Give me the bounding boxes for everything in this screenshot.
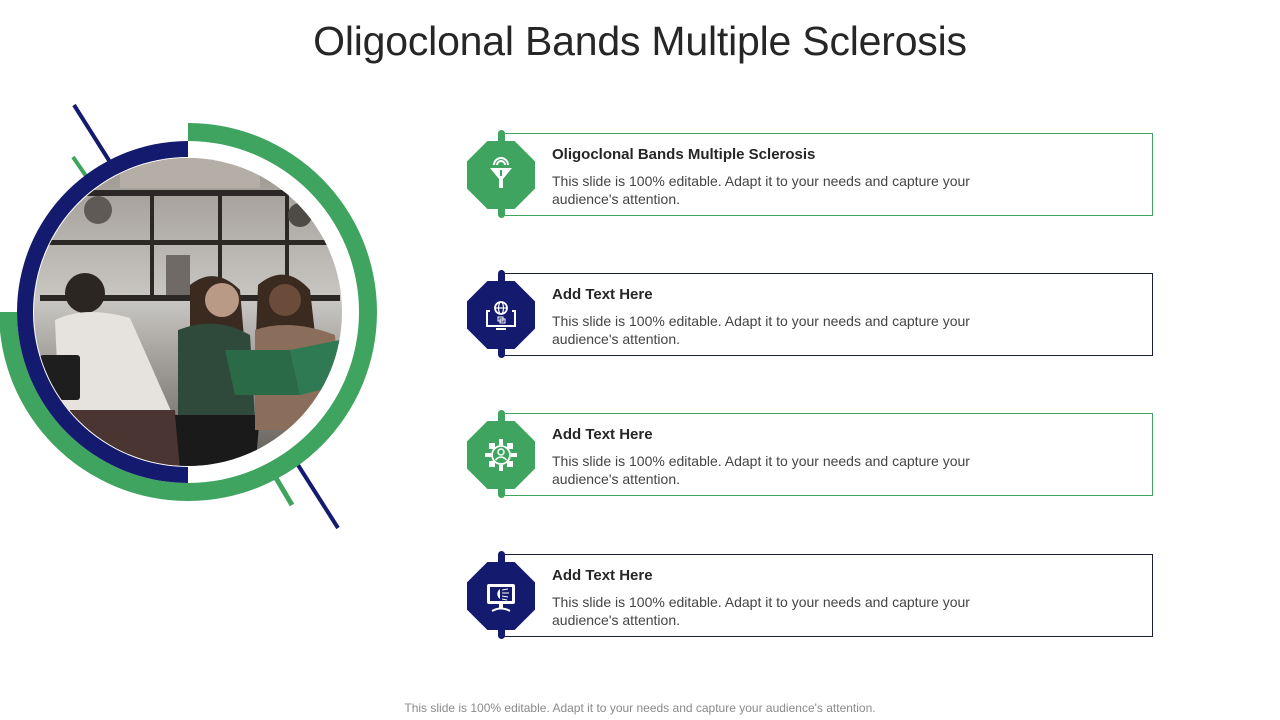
team-photo-circle bbox=[0, 103, 377, 530]
item-title: Add Text Here bbox=[552, 567, 653, 584]
monitor-globe-icon bbox=[467, 281, 535, 349]
funnel-gear-icon bbox=[467, 141, 535, 209]
item-description: This slide is 100% editable. Adapt it to… bbox=[552, 453, 970, 487]
item-card-1: Oligoclonal Bands Multiple Sclerosis Thi… bbox=[501, 133, 1153, 216]
item-title: Oligoclonal Bands Multiple Sclerosis bbox=[552, 146, 816, 163]
item-title: Add Text Here bbox=[552, 286, 653, 303]
circle-photo-graphic bbox=[0, 95, 400, 545]
item-description: This slide is 100% editable. Adapt it to… bbox=[552, 313, 970, 347]
monitor-brain-icon bbox=[467, 562, 535, 630]
user-puzzle-gear-icon bbox=[467, 421, 535, 489]
item-card-3: Add Text Here This slide is 100% editabl… bbox=[501, 413, 1153, 496]
footer-note: This slide is 100% editable. Adapt it to… bbox=[404, 701, 876, 715]
item-title: Add Text Here bbox=[552, 426, 653, 443]
item-card-2: Add Text Here This slide is 100% editabl… bbox=[501, 273, 1153, 356]
slide-title: Oligoclonal Bands Multiple Sclerosis bbox=[313, 18, 967, 64]
item-description: This slide is 100% editable. Adapt it to… bbox=[552, 173, 970, 207]
item-description: This slide is 100% editable. Adapt it to… bbox=[552, 594, 970, 628]
item-card-4: Add Text Here This slide is 100% editabl… bbox=[501, 554, 1153, 637]
